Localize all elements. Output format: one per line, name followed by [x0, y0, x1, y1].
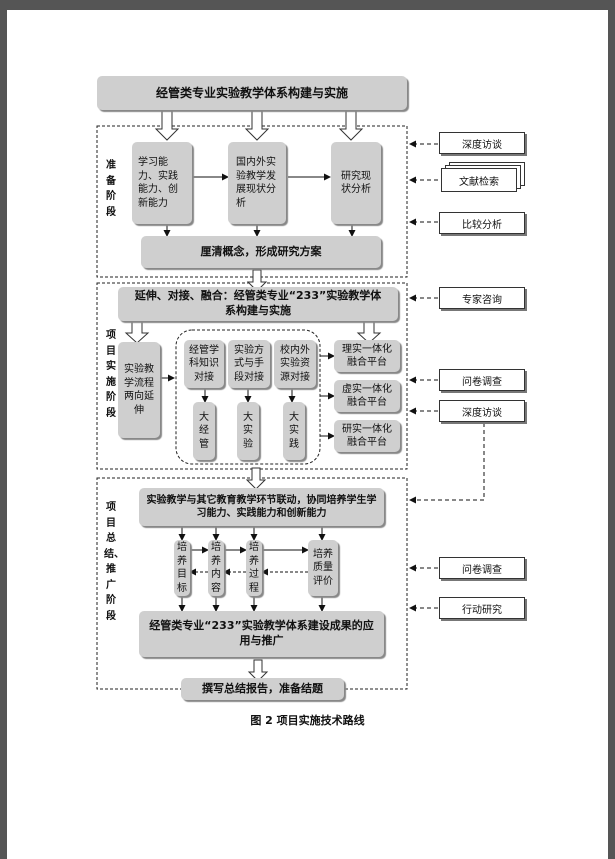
stage3-col-4: 培养质量评价 — [308, 540, 338, 596]
stage3-top-text: 实验教学与其它教育教学环节联动，协同培养学生学习能力、实践能力和创新能力 — [146, 494, 377, 520]
docking-frame — [175, 329, 321, 465]
stage3-label: 项目总结、推广阶段 — [104, 502, 124, 622]
stage1-box-development: 国内外实验教学发展现状分析 — [228, 142, 286, 224]
stage3-col-text-3: 培养过程 — [249, 542, 259, 594]
stage2-bottom-text-2: 大实验 — [243, 411, 253, 450]
stage3-col-3: 培养过程 — [246, 540, 262, 596]
method-comparison: 比较分析 — [439, 212, 525, 234]
figure-caption: 图 2 项目实施技术路线 — [250, 714, 365, 727]
final-text: 撰写总结报告，准备结题 — [202, 681, 323, 695]
stage2-bottom-box-1: 大经管 — [193, 402, 215, 460]
stage2-bottom-box-2: 大实验 — [237, 402, 259, 460]
stage2-top-box: 延伸、对接、融合：经管类专业“233”实验教学体系构建与实施 — [118, 287, 398, 321]
stage3-col-text-2: 培养内容 — [211, 542, 221, 594]
stage3-col-1: 培养目标 — [174, 540, 190, 596]
stage2-left-text: 实验教学流程两向延伸 — [124, 364, 154, 416]
stage2-mid-box-1: 经管学科知识对接 — [184, 340, 224, 388]
stage2-platform-text-3: 研实一体化融合平台 — [342, 423, 392, 449]
solid-arrows — [160, 173, 356, 612]
stage3-col-text-4: 培养质量评价 — [313, 548, 333, 587]
stage2-bottom-box-3: 大实践 — [283, 402, 305, 460]
method-literature-stack: 文献检索 — [441, 162, 525, 192]
method-questionnaire-1: 问卷调查 — [439, 369, 525, 391]
main-title: 经管类专业实验教学体系构建与实施 — [155, 85, 348, 100]
main-title-box: 经管类专业实验教学体系构建与实施 — [97, 76, 407, 110]
interview-to-stage3-arrow — [409, 423, 485, 504]
stage2-bottom-text-1: 大经管 — [199, 411, 209, 450]
stage1-bottom-text: 厘清概念，形成研究方案 — [200, 244, 322, 258]
stage1-box-abilities: 学习能力、实践能力、创新能力 — [132, 142, 192, 224]
stage2-bottom-text-3: 大实践 — [289, 411, 299, 450]
method-arrows — [409, 140, 438, 612]
stage2-mid-box-2: 实验方式与手段对接 — [228, 340, 270, 388]
method-depth-interview-1: 深度访谈 — [439, 132, 525, 154]
final-box: 撰写总结报告，准备结题 — [181, 678, 344, 700]
stage1-label: 准备阶段 — [106, 160, 116, 218]
stage2-mid-text-3: 校内外实验资源对接 — [280, 344, 310, 383]
method-depth-interview-2: 深度访谈 — [439, 400, 525, 422]
stage2-mid-text-2: 实验方式与手段对接 — [234, 344, 264, 383]
stage1-bottom-box: 厘清概念，形成研究方案 — [141, 236, 381, 268]
stage2-mid-box-3: 校内外实验资源对接 — [274, 340, 316, 388]
stage3-col-text-1: 培养目标 — [177, 542, 187, 594]
stage1-box-research: 研究现状分析 — [331, 142, 381, 224]
stage3-bottom-text: 经管类专业“233”实验教学体系建设成果的应用与推广 — [149, 619, 374, 647]
stage2-platform-3: 研实一体化融合平台 — [334, 420, 400, 452]
stage1-box-development-text: 国内外实验教学发展现状分析 — [236, 157, 276, 209]
stage2-platform-text-2: 虚实一体化融合平台 — [342, 383, 392, 409]
stage2-top-text: 延伸、对接、融合：经管类专业“233”实验教学体系构建与实施 — [134, 289, 382, 317]
stage2-platform-text-1: 理实一体化融合平台 — [342, 343, 392, 369]
stage3-col-2: 培养内容 — [208, 540, 224, 596]
method-questionnaire-2: 问卷调查 — [439, 557, 525, 579]
stage2-platform-2: 虚实一体化融合平台 — [334, 380, 400, 412]
stage2-left-box: 实验教学流程两向延伸 — [118, 342, 160, 438]
hollow-arrows — [124, 110, 382, 682]
stage2-label: 项目实施阶段 — [106, 330, 116, 419]
stage3-top-box: 实验教学与其它教育教学环节联动，协同培养学生学习能力、实践能力和创新能力 — [139, 488, 384, 526]
method-action-research: 行动研究 — [439, 597, 525, 619]
method-literature-search: 文献检索 — [441, 168, 517, 192]
stage3-bottom-box: 经管类专业“233”实验教学体系建设成果的应用与推广 — [139, 611, 384, 657]
method-expert-consult: 专家咨询 — [439, 287, 525, 309]
stage2-mid-text-1: 经管学科知识对接 — [189, 344, 219, 383]
stage2-platform-1: 理实一体化融合平台 — [334, 340, 400, 372]
stage1-box-abilities-text: 学习能力、实践能力、创新能力 — [138, 157, 178, 209]
stage1-box-research-text: 研究现状分析 — [341, 170, 371, 196]
